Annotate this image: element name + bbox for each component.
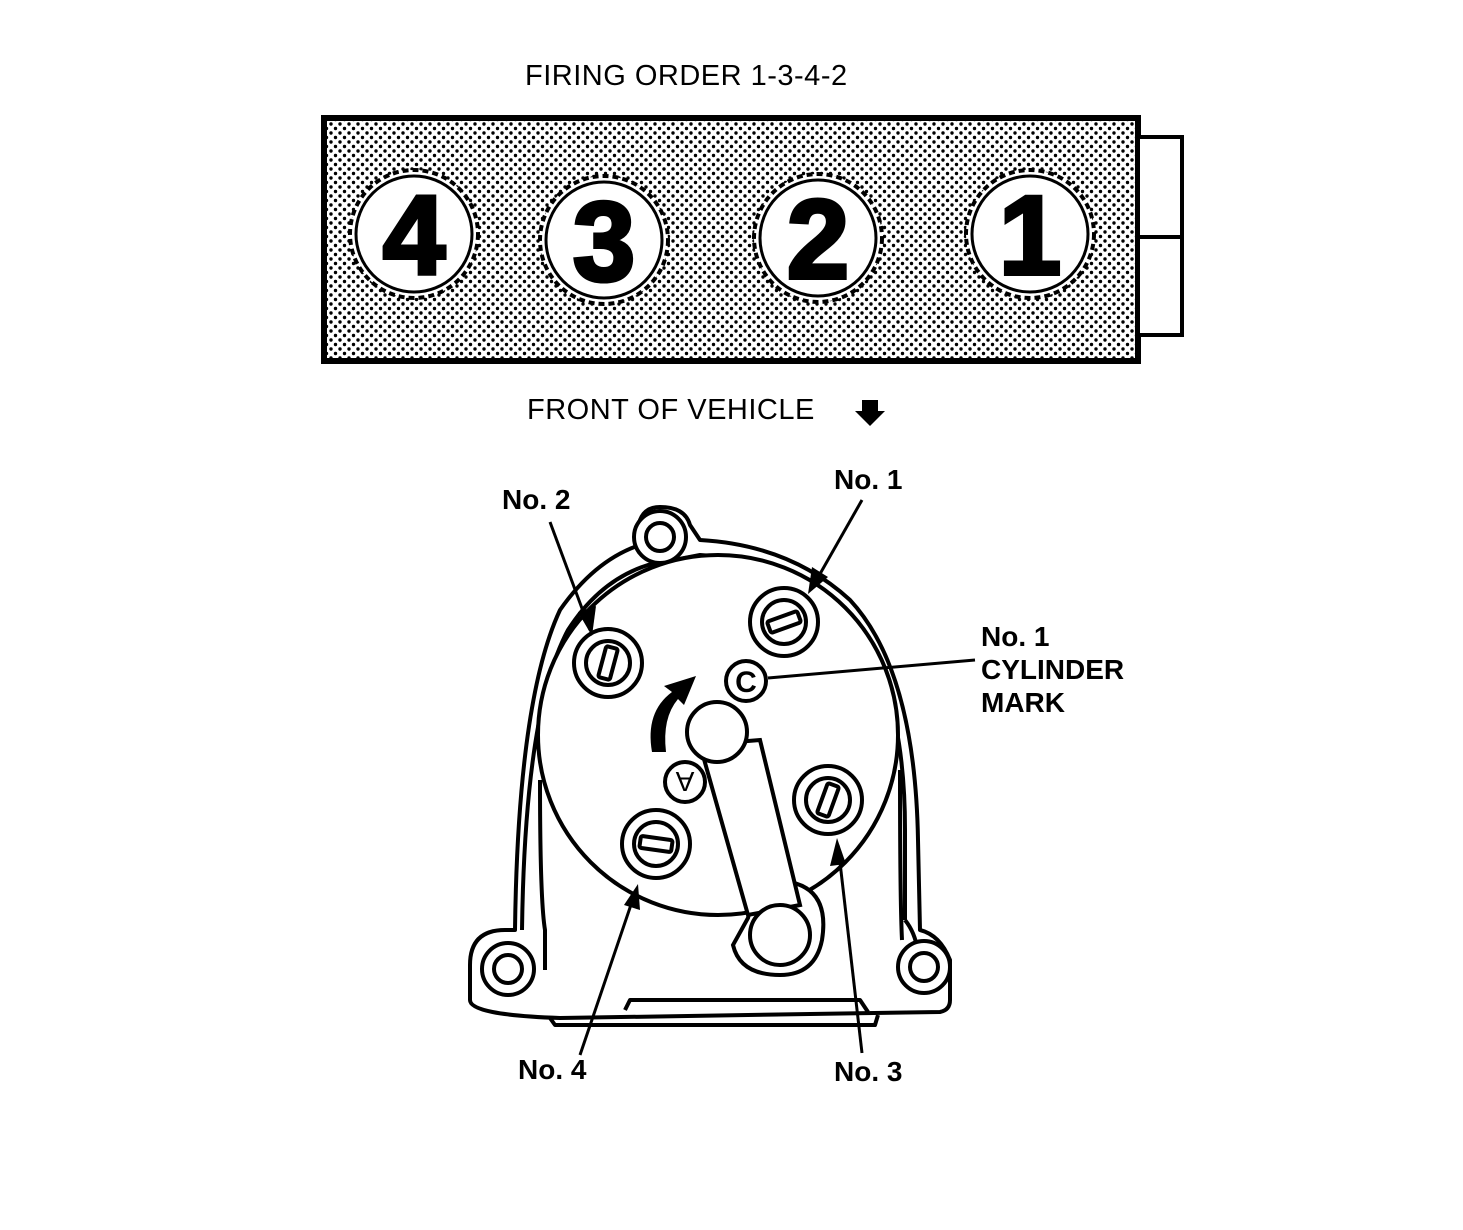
- cylinder-2: 2: [752, 172, 884, 304]
- cylinder-number: 1: [999, 173, 1061, 298]
- leader-no4: [578, 889, 638, 1056]
- terminal-no3: [792, 764, 864, 836]
- cylinder-mark-line-2: CYLINDER: [981, 654, 1125, 685]
- front-of-vehicle-label: FRONT OF VEHICLE: [527, 394, 815, 426]
- cylinder-4: 4: [348, 168, 480, 300]
- cylinder-mark-line-1: No. 1: [981, 621, 1050, 652]
- terminal-no2: [572, 627, 644, 699]
- rotor-letter: A: [675, 766, 694, 797]
- arrowhead-no3: [830, 838, 846, 866]
- mark-letter: C: [735, 666, 757, 699]
- no3-terminal-label: No. 3: [834, 1056, 903, 1087]
- leader-cylinder-mark: [767, 658, 976, 680]
- down-arrow-icon: [855, 400, 885, 426]
- rotor-mark: A: [663, 760, 707, 804]
- curved-arrow-icon: [650, 676, 696, 752]
- cylinder-number: 3: [573, 179, 635, 304]
- mounting-boss-right: [896, 939, 952, 995]
- mounting-boss-left: [480, 941, 536, 997]
- leader-arrowheads: [578, 567, 846, 910]
- rotor: [685, 700, 826, 978]
- no4-terminal-label: No. 4: [518, 1054, 587, 1085]
- cylinder-mark-line-3: MARK: [981, 687, 1065, 718]
- cylinder-1: 1: [964, 168, 1096, 300]
- arrowhead-no1: [808, 567, 828, 594]
- firing-order-title: FIRING ORDER 1-3-4-2: [525, 60, 848, 92]
- timing-cover: [1136, 135, 1184, 337]
- cylinder-mark-label: No. 1 CYLINDER MARK: [981, 620, 1124, 719]
- terminal-no4: [620, 808, 692, 880]
- no2-terminal-label: No. 2: [502, 484, 571, 515]
- arrowhead-no2: [578, 606, 596, 636]
- cylinder-3: 3: [538, 174, 670, 306]
- cylinder-number: 2: [787, 177, 849, 302]
- leader-no3: [836, 844, 864, 1054]
- terminal-no1: [748, 586, 820, 658]
- arrowhead-no4: [624, 884, 640, 910]
- cylinder-mark: C: [724, 659, 768, 703]
- mounting-boss-top: [632, 509, 688, 565]
- no1-terminal-label: No. 1: [834, 464, 903, 495]
- cylinder-number: 4: [383, 173, 445, 298]
